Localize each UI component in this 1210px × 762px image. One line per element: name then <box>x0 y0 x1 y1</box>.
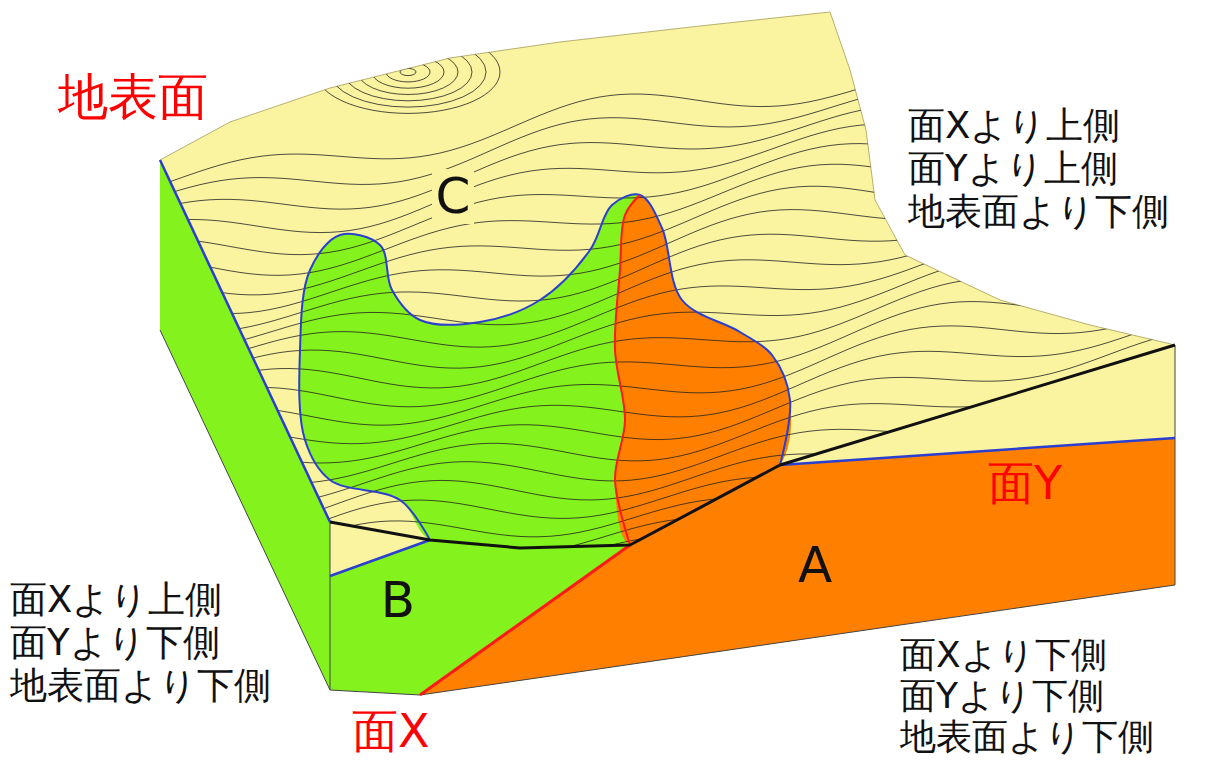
unit-letter: A <box>798 538 832 593</box>
contour-line <box>140 331 1190 463</box>
contour-ring <box>330 37 486 107</box>
contour-line <box>140 305 1190 430</box>
condition-note: 面Xより上側 面Yより上側 地表面より下側 <box>908 104 1189 233</box>
plane-label: 面X <box>352 706 430 757</box>
contour-line <box>140 294 1190 417</box>
unit-letter: C <box>432 169 475 224</box>
contour-ring <box>386 62 430 82</box>
contour-ring <box>372 56 444 88</box>
plane-traces <box>160 160 1175 695</box>
contour-line <box>140 493 1190 630</box>
surface-label: 地表面 <box>58 70 208 125</box>
contour-ring <box>344 43 472 101</box>
contour-line <box>140 236 1190 370</box>
contour-line <box>140 317 1190 444</box>
contour-ring <box>316 31 500 114</box>
plane-y-trace <box>160 160 330 522</box>
plane-x-trace <box>420 545 630 695</box>
contour-line <box>140 103 1190 232</box>
plane-y-trace <box>330 540 430 576</box>
condition-note: 面Xより上側 面Yより下側 地表面より下側 <box>10 578 291 707</box>
contour-line <box>140 418 1190 556</box>
plane-label: 面Y <box>988 458 1062 509</box>
ground-surface <box>160 12 1175 550</box>
plane-y-trace <box>780 438 1175 465</box>
contour-line <box>140 394 1190 530</box>
outcrop-group <box>299 194 791 550</box>
contour-line <box>140 443 1190 582</box>
surface-front-edge <box>330 345 1175 548</box>
plane-x-outcrop <box>615 195 640 545</box>
condition-note: 面Xより下側 面Yより下側 地表面より下側 <box>900 634 1174 757</box>
plane-y-outcrop <box>299 194 790 540</box>
contour-lines <box>140 31 1190 693</box>
block-edge <box>330 522 331 690</box>
contour-line <box>140 511 1190 650</box>
unit-letter: B <box>381 573 415 628</box>
contour-ring <box>400 68 416 75</box>
outcrop-b <box>299 194 791 550</box>
contour-ring <box>358 50 458 95</box>
contour-line <box>140 279 1190 405</box>
